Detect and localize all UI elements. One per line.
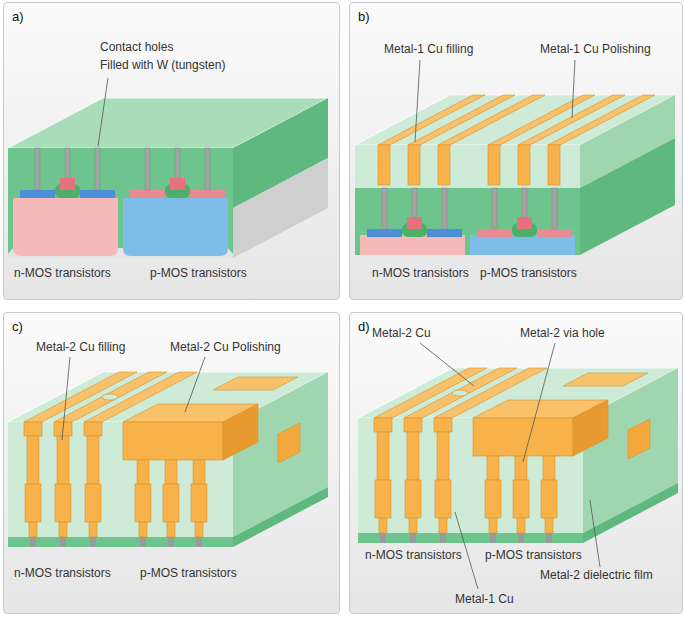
callout-label: Metal-1 Cu Polishing [540, 42, 651, 56]
callout-label: Filled with W (tungsten) [100, 58, 225, 72]
panel-letter: d) [358, 319, 370, 334]
callout-label: Metal-2 via hole [520, 326, 605, 340]
callout-label: Metal-1 Cu [455, 592, 514, 606]
callout-label: Contact holes [100, 40, 173, 54]
callout-label: Metal-2 Cu Polishing [170, 340, 281, 354]
callout-label: p-MOS transistors [140, 566, 237, 580]
callout-label: p-MOS transistors [480, 266, 577, 280]
callout-label: p-MOS transistors [150, 266, 247, 280]
callout-label: Metal-2 dielectric film [540, 568, 653, 582]
callout-label: n-MOS transistors [14, 566, 111, 580]
callout-label: n-MOS transistors [365, 548, 462, 562]
panel-letter: a) [12, 9, 24, 24]
callout-label: Metal-1 Cu filling [384, 42, 473, 56]
panel-letter: b) [358, 9, 370, 24]
callout-label: n-MOS transistors [14, 266, 111, 280]
callout-label: Metal-2 Cu [372, 326, 431, 340]
callout-label: Metal-2 Cu filling [36, 340, 125, 354]
panel-letter: c) [12, 319, 23, 334]
callout-label: p-MOS transistors [485, 548, 582, 562]
callout-label: n-MOS transistors [372, 266, 469, 280]
